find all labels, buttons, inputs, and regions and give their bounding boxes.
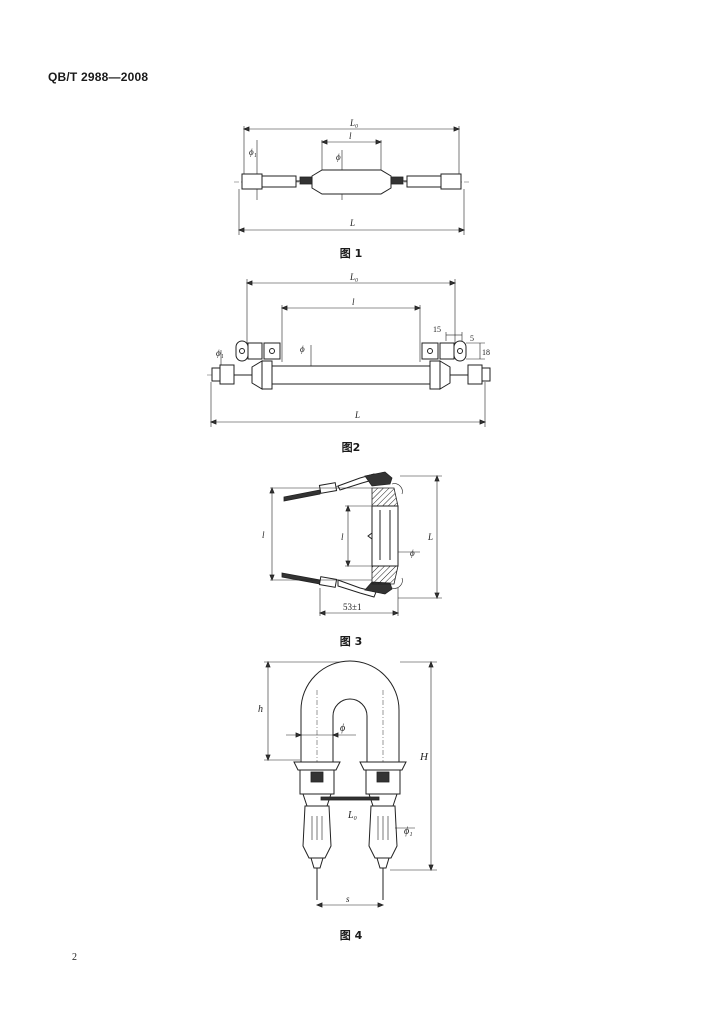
fig2-label-18: 18 (482, 348, 490, 357)
fig1-label-phi1: ϕ₁ (249, 147, 257, 157)
page-number: 2 (72, 952, 77, 963)
fig1-label-L: L (349, 218, 355, 228)
figure-3-drawing: l l ϕ L 53±1 (262, 471, 442, 616)
fig3-label-l: l (341, 532, 344, 542)
fig3-label-53: 53±1 (343, 602, 361, 612)
figure-1-caption: 图 1 (339, 247, 363, 260)
fig3-label-left: l (262, 530, 265, 540)
figure-1-drawing: L₀ l ϕ₁ ϕ L (234, 118, 470, 235)
figure-3-caption: 图 3 (339, 635, 363, 648)
figure-4-caption: 图 4 (339, 929, 363, 942)
fig1-label-L0: L₀ (349, 118, 358, 128)
figure-2-caption: 图2 (341, 441, 361, 454)
fig2-label-phi: ϕ (300, 344, 305, 354)
fig4-label-s: s (346, 894, 350, 904)
fig2-label-l: l (352, 297, 355, 307)
fig4-label-L0: L₀ (347, 810, 358, 821)
fig4-label-h: h (258, 704, 263, 715)
fig2-label-5: 5 (470, 334, 474, 343)
fig3-label-L: L (427, 532, 433, 542)
figure-4-drawing: h ϕ H L₀ ϕ₁ s (258, 660, 437, 908)
fig3-label-phi: ϕ (410, 548, 415, 558)
fig4-label-H: H (419, 751, 429, 763)
fig2-label-L0: L₀ (349, 272, 358, 282)
fig1-label-l: l (349, 131, 352, 141)
fig2-label-phi1: ϕ₁ (216, 348, 224, 358)
fig4-label-phi1: ϕ₁ (404, 826, 413, 837)
fig2-label-L: L (354, 410, 360, 420)
standard-code: QB/T 2988—2008 (48, 70, 149, 84)
fig2-label-15: 15 (433, 325, 441, 334)
fig4-label-phi: ϕ (340, 723, 345, 734)
figure-2-drawing: L₀ l ϕ₁ ϕ (207, 272, 491, 427)
fig1-label-phi: ϕ (336, 152, 341, 162)
